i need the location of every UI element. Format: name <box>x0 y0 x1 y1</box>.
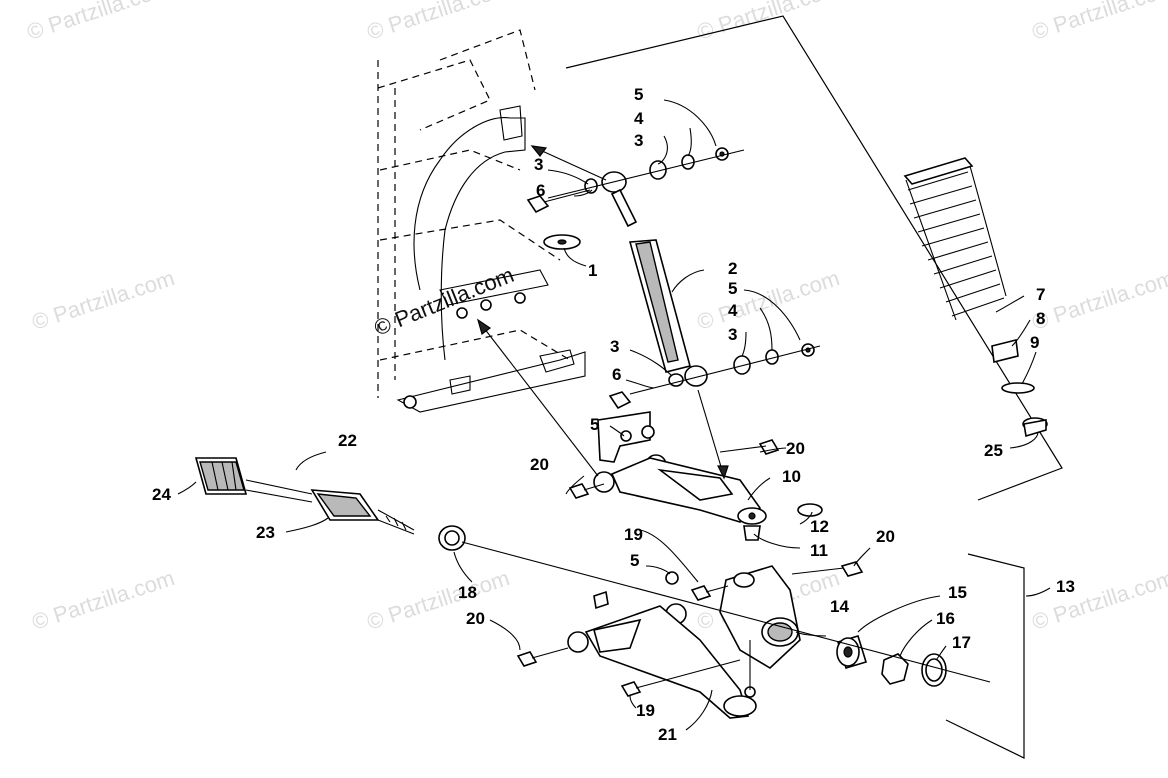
watermark-top-left: © Partzilla.com <box>24 0 173 45</box>
lower-a-arm <box>516 571 757 719</box>
callout-21: 21 <box>658 725 677 744</box>
shock-absorber <box>601 171 708 387</box>
watermark-main: © Partzilla.com <box>371 262 518 341</box>
callout-25: 25 <box>984 441 1003 460</box>
shock-frame-outline <box>565 15 1063 501</box>
top-mount-hardware <box>526 147 745 250</box>
callout-5-lower-arm: 5 <box>630 551 639 570</box>
callout-20-upper-left: 20 <box>530 455 549 474</box>
callout-22: 22 <box>338 431 357 450</box>
callout-18: 18 <box>458 583 477 602</box>
callout-3-bottom-left: 3 <box>610 337 619 356</box>
callout-9: 9 <box>1030 333 1039 352</box>
wheel-bearing-set <box>836 635 947 687</box>
callout-5-top: 5 <box>634 85 643 104</box>
vehicle-frame <box>377 29 586 413</box>
callout-20-upper-right: 20 <box>786 439 805 458</box>
callout-17: 17 <box>952 633 971 652</box>
upper-a-arm <box>568 411 823 541</box>
callout-4-top: 4 <box>634 109 644 128</box>
callout-11: 11 <box>810 541 828 560</box>
callout-7: 7 <box>1036 285 1045 304</box>
watermark-mid-left: © Partzilla.com <box>29 265 178 335</box>
callout-8: 8 <box>1036 309 1045 328</box>
watermark-top-center-left: © Partzilla.com <box>364 0 513 45</box>
drive-axle <box>194 457 991 683</box>
callout-2: 2 <box>728 259 737 278</box>
watermark-mid-right: © Partzilla.com <box>1029 265 1168 335</box>
spring-hardware <box>991 339 1048 438</box>
hub-group-bracket <box>945 553 1025 759</box>
callout-6-top: 6 <box>536 181 545 200</box>
callout-10: 10 <box>782 467 801 486</box>
coil-spring <box>903 157 1007 321</box>
callout-3-bottom-right: 3 <box>728 325 737 344</box>
leader-lines <box>177 99 1051 731</box>
callout-20-knuckle: 20 <box>876 527 895 546</box>
steering-knuckle <box>690 561 864 669</box>
watermark-top-right: © Partzilla.com <box>1029 0 1168 45</box>
callout-19-lower: 19 <box>636 701 655 720</box>
callout-24: 24 <box>152 485 171 504</box>
bottom-mount-hardware <box>608 343 821 410</box>
callout-labels: 1 2 3 3 3 3 4 4 5 5 5 5 6 6 7 8 9 10 11 … <box>152 85 1075 744</box>
watermark-bottom-center-left: © Partzilla.com <box>364 565 513 635</box>
watermark-top-center-right: © Partzilla.com <box>694 0 843 45</box>
callout-20-lower-left: 20 <box>466 609 485 628</box>
callout-1: 1 <box>588 261 597 280</box>
callout-19-upper: 19 <box>624 525 643 544</box>
callout-3-top-left: 3 <box>534 155 543 174</box>
callout-4-bottom: 4 <box>728 301 738 320</box>
callout-13: 13 <box>1056 577 1075 596</box>
callout-15: 15 <box>948 583 967 602</box>
callout-12: 12 <box>810 517 829 536</box>
callout-3-top-right: 3 <box>634 131 643 150</box>
watermark-bottom-right: © Partzilla.com <box>1029 565 1168 635</box>
callout-5-upper-arm: 5 <box>590 415 599 434</box>
callout-14: 14 <box>830 597 849 616</box>
callout-6-bottom: 6 <box>612 365 621 384</box>
callout-16: 16 <box>936 609 955 628</box>
callout-5-middle: 5 <box>728 279 737 298</box>
callout-23: 23 <box>256 523 275 542</box>
watermark-bottom-left: © Partzilla.com <box>29 565 178 635</box>
